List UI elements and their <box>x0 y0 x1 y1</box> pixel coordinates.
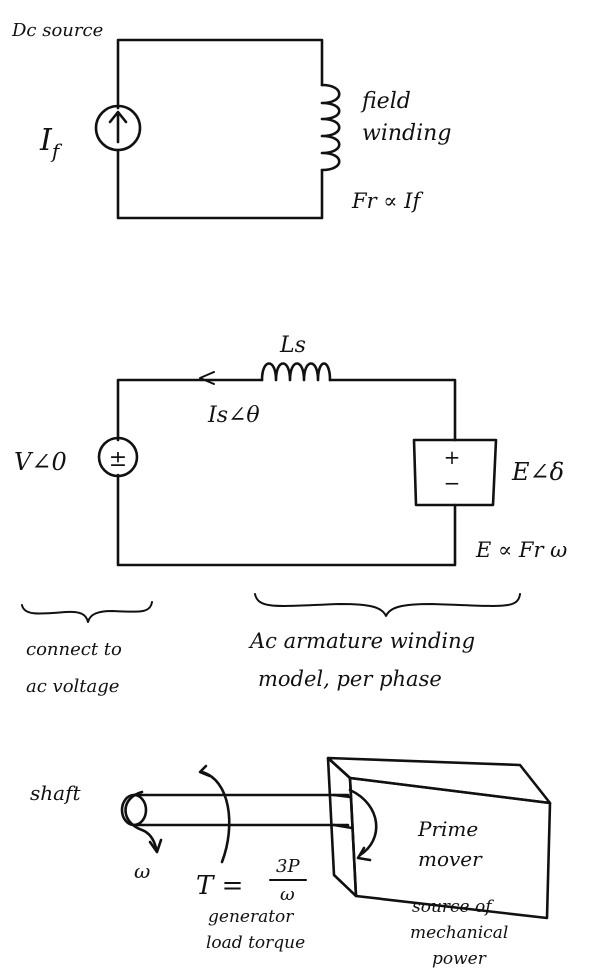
v-label: V∠0 <box>14 448 67 476</box>
torque-eq-lhs: T = <box>196 871 243 901</box>
torque-arrow <box>200 770 231 864</box>
if-main: I <box>39 123 53 158</box>
right-brace-label-1: Ac armature winding <box>248 629 475 653</box>
torque-eq-num: 3P <box>276 856 300 877</box>
fr-relation: Fr ∝ If <box>351 189 423 213</box>
left-brace-label-2: ac voltage <box>26 676 119 697</box>
prime-mover-label-2: mover <box>418 847 483 871</box>
right-brace-label-2: model, per phase <box>258 667 442 691</box>
prime-mover-arrowhead-icon <box>356 846 372 862</box>
field-label-1: field <box>360 89 411 114</box>
emf-minus-sign: − <box>444 471 461 495</box>
prime-mover-torque-arrow <box>348 788 378 857</box>
omega-arrowhead-icon <box>148 838 163 854</box>
dc-source-label: Dc source <box>11 20 103 41</box>
field-label-2: winding <box>362 121 451 146</box>
shaft-into-box <box>332 793 354 830</box>
is-current-arrow-icon <box>199 371 215 385</box>
omega-label: ω <box>134 859 150 883</box>
torque-label-1: generator <box>208 907 294 927</box>
voltage-source-circle <box>97 436 139 478</box>
left-brace <box>21 601 153 623</box>
ls-inductor-coil <box>260 362 332 382</box>
torque-eq-den: ω <box>280 884 295 905</box>
armature-circuit: ± + − Ls Is∠θ V∠0 E∠δ E ∝ Fr ω connect t… <box>14 333 567 697</box>
arm-top-right-wire <box>328 378 457 442</box>
emf-plus-sign: + <box>444 445 461 469</box>
source-label-1: source of <box>412 897 494 917</box>
voltage-source-sign: ± <box>109 447 127 472</box>
mechanical-section: shaft ω T = 3P ω generator load torque P… <box>30 756 552 969</box>
torque-label-2: load torque <box>206 933 305 953</box>
torque-arrowhead-icon <box>198 764 212 778</box>
is-label: Is∠θ <box>207 403 260 428</box>
ls-label: Ls <box>279 333 306 358</box>
if-sub: f <box>50 139 63 163</box>
current-source-circle <box>94 104 142 152</box>
left-brace-label-1: connect to <box>26 639 122 660</box>
arm-bottom-wire <box>116 473 457 567</box>
if-label: If <box>39 123 63 163</box>
shaft-label: shaft <box>30 781 81 805</box>
omega-rotation-arrow <box>124 790 158 850</box>
emf-box <box>412 438 498 507</box>
prime-mover-label-1: Prime <box>417 817 478 841</box>
source-label-2: mechanical <box>410 923 508 943</box>
e-relation: E ∝ Fr ω <box>475 538 567 562</box>
e-delta-label: E∠δ <box>511 458 564 486</box>
field-top-wire <box>116 38 324 110</box>
current-arrow-icon <box>108 110 128 144</box>
dc-source-text: Dc source <box>11 20 103 41</box>
right-brace <box>254 593 521 617</box>
field-winding-coil <box>320 83 341 172</box>
source-label-3: power <box>432 949 487 969</box>
field-bottom-wire <box>116 148 324 220</box>
shaft-body <box>132 793 350 827</box>
prime-mover-front <box>348 776 552 920</box>
field-circuit: Dc source If field winding Fr ∝ If <box>11 20 451 220</box>
arm-top-left-wire <box>116 378 264 442</box>
